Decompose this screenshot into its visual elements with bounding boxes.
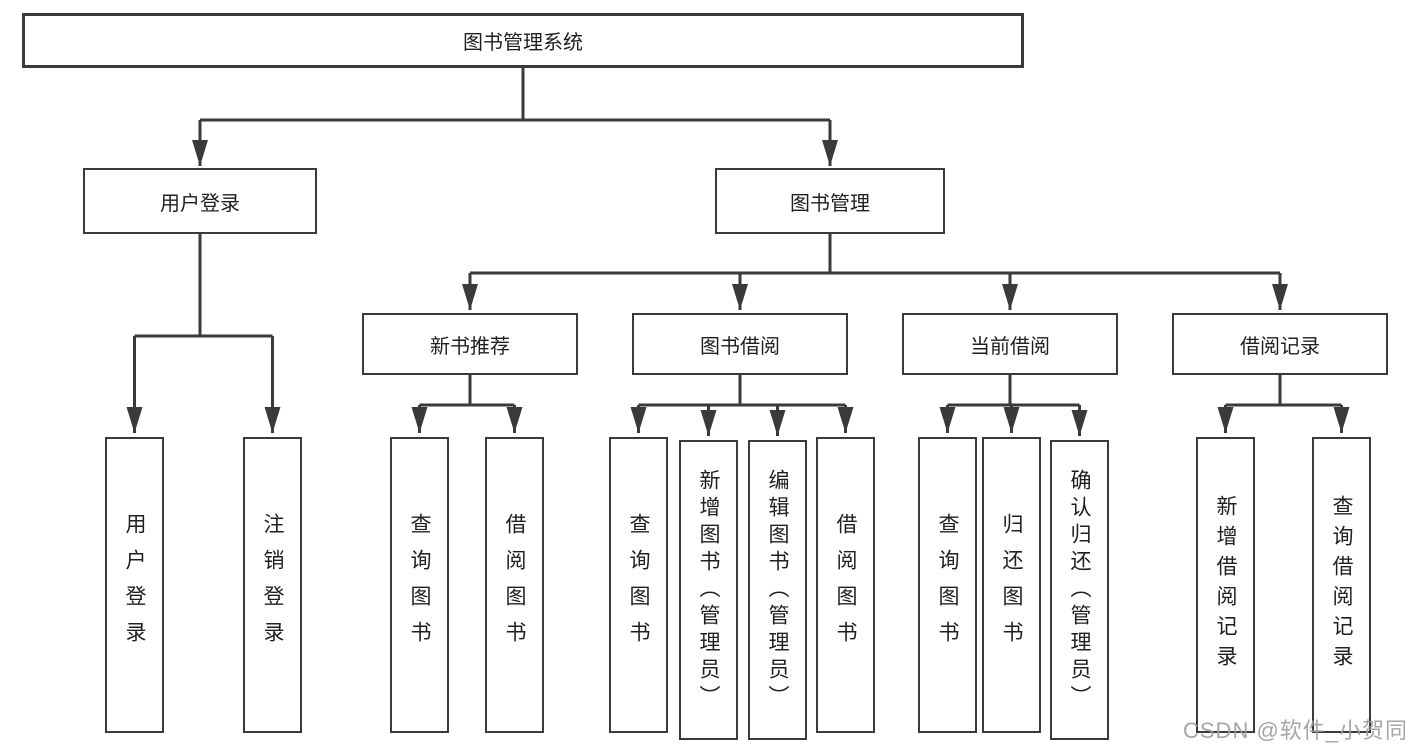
leaf-current-return-books: 归还图书 bbox=[982, 437, 1041, 733]
node-root: 图书管理系统 bbox=[22, 13, 1024, 68]
node-current-borrow: 当前借阅 bbox=[902, 313, 1118, 375]
leaf-user-login: 用户登录 bbox=[105, 437, 164, 733]
node-book-borrow: 图书借阅 bbox=[632, 313, 848, 375]
leaf-borrow-query-books: 查询图书 bbox=[609, 437, 668, 733]
node-borrow-records: 借阅记录 bbox=[1172, 313, 1388, 375]
leaf-recommend-query-books: 查询图书 bbox=[390, 437, 449, 733]
leaf-current-confirm-return-admin: 确认归还（管理员） bbox=[1050, 440, 1109, 740]
leaf-current-query-books: 查询图书 bbox=[918, 437, 977, 733]
leaf-borrow-edit-books-admin: 编辑图书（管理员） bbox=[748, 440, 807, 740]
leaf-logout: 注销登录 bbox=[243, 437, 302, 733]
csdn-watermark: CSDN @软件_小贺同学 bbox=[1183, 718, 1405, 743]
node-user-login: 用户登录 bbox=[83, 168, 317, 234]
node-book-management: 图书管理 bbox=[715, 168, 945, 234]
leaf-records-add-record: 新增借阅记录 bbox=[1196, 437, 1255, 733]
node-new-book-recommend: 新书推荐 bbox=[362, 313, 578, 375]
leaf-borrow-add-books-admin: 新增图书（管理员） bbox=[679, 440, 738, 740]
leaf-records-query-record: 查询借阅记录 bbox=[1312, 437, 1371, 733]
leaf-recommend-borrow-books: 借阅图书 bbox=[485, 437, 544, 733]
leaf-borrow-borrow-books: 借阅图书 bbox=[816, 437, 875, 733]
